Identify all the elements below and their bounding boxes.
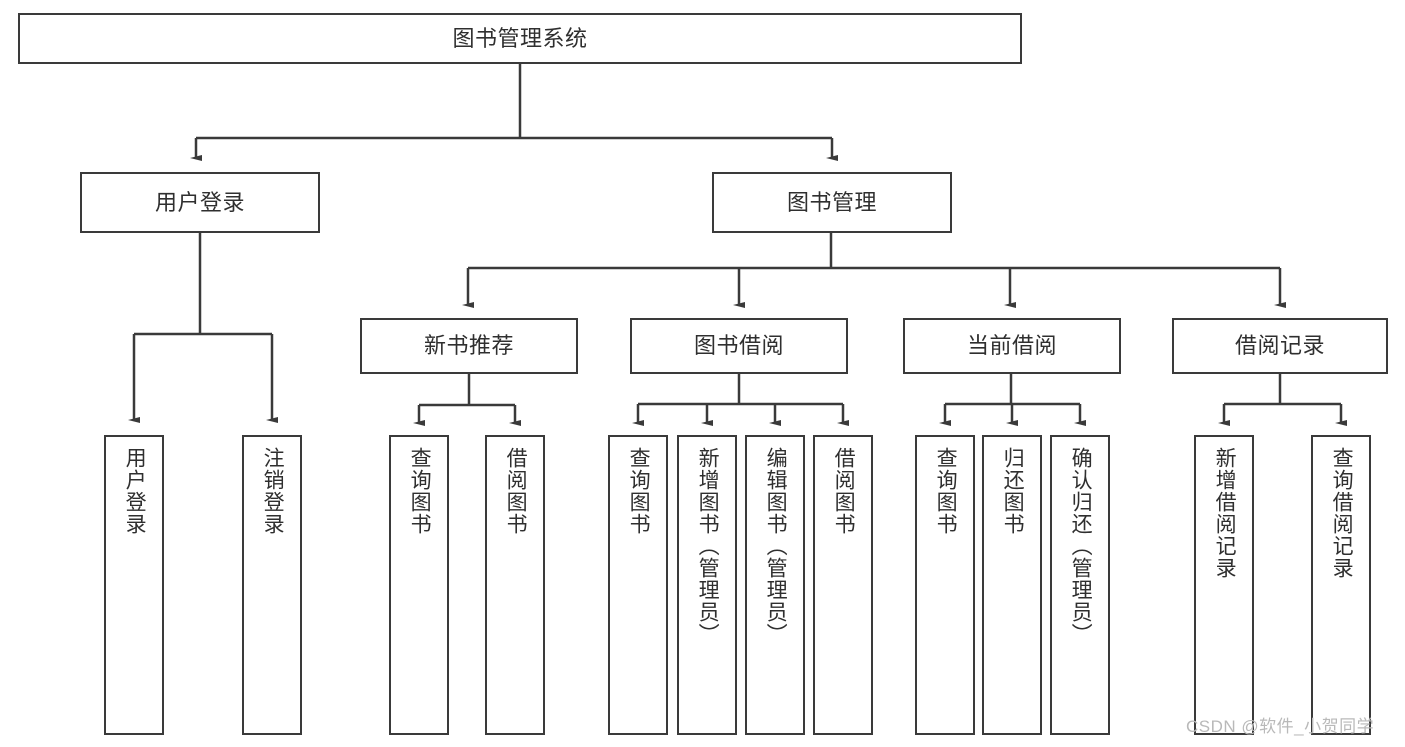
node-leaf-add-borrow-record[interactable]: 新增借阅记录 [1194,435,1254,735]
node-current-borrow[interactable]: 当前借阅 [903,318,1121,374]
node-leaf-cur-confirm-return[interactable]: 确认归还（管理员） [1050,435,1110,735]
node-root-system[interactable]: 图书管理系统 [18,13,1022,64]
node-label: 借阅图书 [832,447,856,535]
node-label: 注销登录 [261,447,285,535]
node-leaf-borrow-query-book[interactable]: 查询图书 [608,435,668,735]
node-leaf-cur-query-book[interactable]: 查询图书 [915,435,975,735]
node-leaf-rec-borrow-book[interactable]: 借阅图书 [485,435,545,735]
node-label: 查询图书 [934,447,958,535]
node-label: 查询图书 [408,447,432,535]
node-label: 图书管理 [786,189,877,215]
node-leaf-user-logout[interactable]: 注销登录 [242,435,302,735]
node-label: 新书推荐 [423,333,514,359]
node-label: 查询图书 [627,447,651,535]
node-label: 图书借阅 [693,333,784,359]
node-label: 编辑图书（管理员） [764,447,788,645]
node-label: 用户登录 [123,447,147,535]
node-label: 确认归还（管理员） [1069,447,1093,645]
node-label: 用户登录 [154,189,245,215]
node-label: 新增借阅记录 [1213,447,1237,579]
node-leaf-query-borrow-record[interactable]: 查询借阅记录 [1311,435,1371,735]
node-new-book-recommend[interactable]: 新书推荐 [360,318,578,374]
node-user-login[interactable]: 用户登录 [80,172,320,233]
node-leaf-borrow-borrow-book[interactable]: 借阅图书 [813,435,873,735]
node-label: 归还图书 [1001,447,1025,535]
node-leaf-user-login[interactable]: 用户登录 [104,435,164,735]
watermark-text: CSDN @软件_小贺同学 [1186,717,1375,736]
node-leaf-rec-query-book[interactable]: 查询图书 [389,435,449,735]
node-leaf-borrow-add-book[interactable]: 新增图书（管理员） [677,435,737,735]
node-label: 图书管理系统 [452,25,588,51]
node-borrow-record[interactable]: 借阅记录 [1172,318,1388,374]
node-leaf-borrow-edit-book[interactable]: 编辑图书（管理员） [745,435,805,735]
node-label: 新增图书（管理员） [696,447,720,645]
node-label: 借阅记录 [1234,333,1325,359]
node-book-management[interactable]: 图书管理 [712,172,952,233]
node-label: 当前借阅 [966,333,1057,359]
node-label: 借阅图书 [504,447,528,535]
node-leaf-cur-return-book[interactable]: 归还图书 [982,435,1042,735]
node-label: 查询借阅记录 [1330,447,1354,579]
node-book-borrow[interactable]: 图书借阅 [630,318,848,374]
